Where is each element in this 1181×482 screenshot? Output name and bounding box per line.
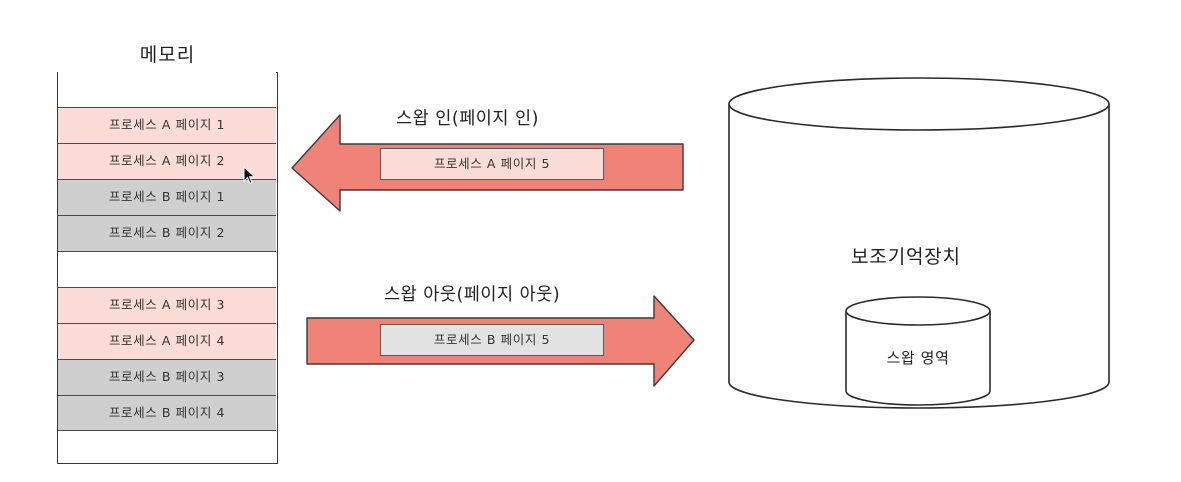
memory-row: 프로세스 A 페이지 3: [58, 287, 276, 323]
secondary-storage-label: 보조기억장치: [851, 246, 961, 268]
memory-row: 프로세스 A 페이지 1: [58, 107, 276, 143]
swap-area-label: 스왑 영역: [886, 349, 950, 367]
memory-row: 프로세스 B 페이지 4: [58, 395, 276, 431]
memory-row-empty: [58, 72, 276, 107]
memory-table: 프로세스 A 페이지 1 프로세스 A 페이지 2 프로세스 B 페이지 1 프…: [57, 72, 278, 464]
memory-row: 프로세스 A 페이지 4: [58, 323, 276, 359]
secondary-storage-cylinder: [728, 77, 1110, 409]
memory-row-empty: [58, 251, 276, 287]
swap-out-page-box: 프로세스 B 페이지 5: [380, 324, 604, 356]
memory-row: 프로세스 B 페이지 2: [58, 215, 276, 251]
swap-area-cylinder: [845, 296, 991, 406]
mouse-cursor-icon: [243, 166, 256, 185]
memory-row: 프로세스 B 페이지 3: [58, 359, 276, 395]
memory-row: 프로세스 B 페이지 1: [58, 179, 276, 215]
memory-title: 메모리: [139, 44, 196, 66]
swap-in-caption: 스왑 인(페이지 인): [396, 109, 539, 129]
memory-row-empty: [58, 431, 276, 462]
swap-out-caption: 스왑 아웃(페이지 아웃): [384, 285, 561, 305]
swap-in-page-box: 프로세스 A 페이지 5: [380, 148, 604, 180]
memory-row: 프로세스 A 페이지 2: [58, 143, 276, 179]
